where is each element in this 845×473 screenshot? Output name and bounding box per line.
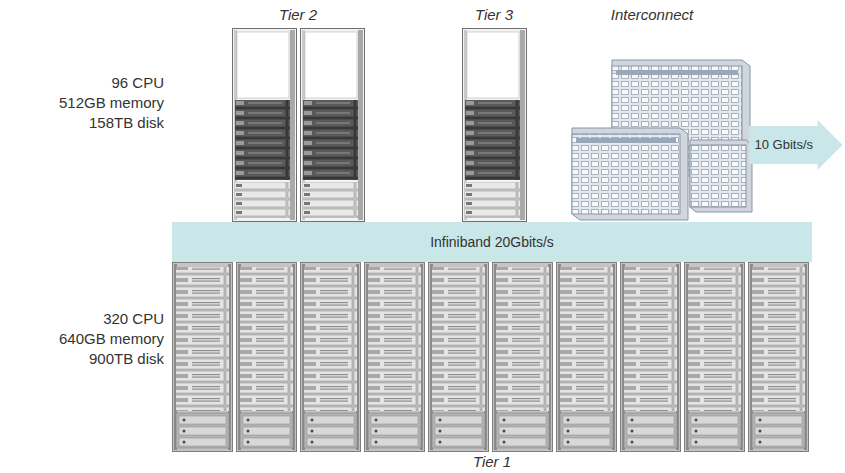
tier-label: Tier 3: [475, 6, 513, 24]
tier1-rack: [237, 263, 297, 452]
node-text: 10 Gbits/s: [754, 137, 813, 153]
component-label: Interconnect: [611, 6, 694, 24]
tier1-rack: [173, 263, 233, 452]
tier1-rack: [749, 263, 809, 452]
spec-line: 900TB disk: [89, 350, 164, 368]
tier2-rack: [233, 29, 297, 222]
spec-line: 96 CPU: [111, 74, 164, 92]
uplink-arrow: 10 Gbits/s: [749, 120, 843, 170]
arrow-shape: [749, 120, 843, 170]
spec-line: 640GB memory: [59, 330, 164, 348]
tier2-rack: [301, 29, 365, 222]
tier-label: Tier 1: [473, 453, 511, 471]
tier1-rack: [429, 263, 489, 452]
tier1-rack: [685, 263, 745, 452]
node-text: Infiniband 20Gbits/s: [430, 234, 554, 251]
spec-line: 512GB memory: [59, 94, 164, 112]
tier1-rack: [365, 263, 425, 452]
interconnect-switch: [572, 60, 752, 220]
spec-line: 158TB disk: [89, 114, 164, 132]
tier1-rack: [621, 263, 681, 452]
tier1-rack: [493, 263, 553, 452]
arrow-text-holder: 10 Gbits/s: [749, 120, 818, 170]
tier1-rack: [557, 263, 617, 452]
spec-line: 320 CPU: [103, 310, 164, 328]
tier3-rack: [463, 29, 527, 222]
network-band: Infiniband 20Gbits/s: [172, 222, 812, 262]
tier1-rack: [301, 263, 361, 452]
tier-label: Tier 2: [279, 6, 317, 24]
